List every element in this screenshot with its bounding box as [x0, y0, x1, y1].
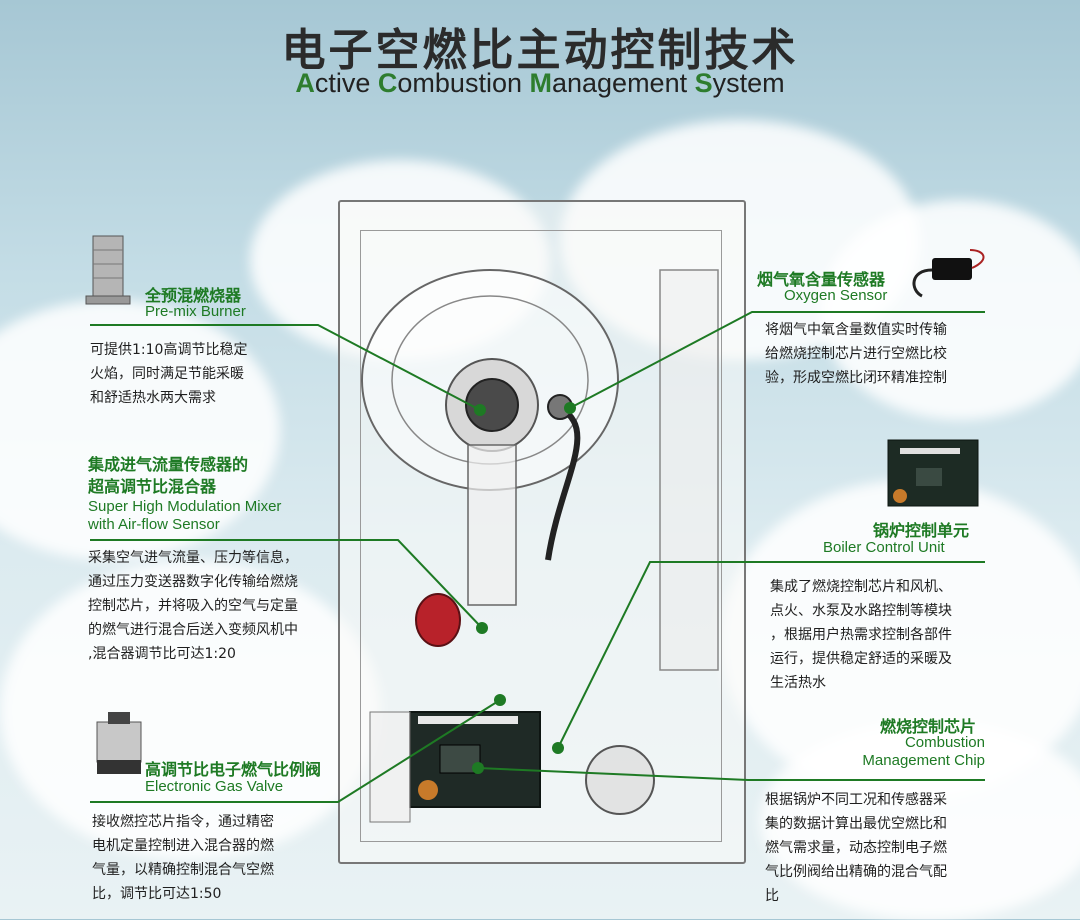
- burner-thumbnail: [85, 235, 131, 305]
- chip-description: 根据锅炉不同工况和传感器采 集的数据计算出最优空燃比和 燃气需求量，动态控制电子…: [765, 792, 947, 904]
- page-subtitle: Active Combustion Management System: [0, 68, 1080, 99]
- chip-title-en: Combustion Management Chip: [862, 734, 985, 769]
- chip-title-zh: 燃烧控制芯片: [880, 717, 977, 736]
- burner-title-en: Pre-mix Burner: [145, 303, 246, 320]
- oxygen-description: 将烟气中氧含量数值实时传输 给燃烧控制芯片进行空燃比校 验，形成空燃比闭环精准控…: [765, 322, 947, 386]
- mixer-title-en: Super High Modulation Mixer with Air-flo…: [88, 498, 282, 533]
- control-unit-callout-line: [557, 561, 985, 749]
- subtitle-text: anagement: [551, 68, 695, 98]
- callout-dots: [472, 402, 576, 774]
- burner-title-zh: 全预混燃烧器: [145, 286, 242, 305]
- control-unit-title-en: Boiler Control Unit: [823, 539, 945, 556]
- oxygen-sensor-thumbnail: [912, 249, 985, 298]
- subtitle-initial: M: [529, 68, 552, 98]
- gas-valve-description: 接收燃控芯片指令，通过精密 电机定量控制进入混合器的燃 气量，以精确控制混合气空…: [92, 814, 274, 902]
- burner-callout-line: [90, 324, 481, 411]
- burner-description: 可提供1:10高调节比稳定 火焰，同时满足节能采暖 和舒适热水两大需求: [90, 342, 248, 406]
- gas-valve-title-en: Electronic Gas Valve: [145, 778, 284, 795]
- control-box: [369, 711, 411, 823]
- water-pump: [585, 745, 655, 815]
- subtitle-text: ctive: [314, 68, 378, 98]
- boiler-frame: [360, 230, 722, 842]
- subtitle-initial: S: [694, 68, 713, 98]
- oxygen-callout-line: [569, 311, 985, 409]
- subtitle-initial: C: [377, 68, 398, 98]
- gas-valve-title-zh: 高调节比电子燃气比例阀: [145, 760, 322, 779]
- callout-lines: [90, 311, 985, 803]
- oxygen-title-en: Oxygen Sensor: [784, 287, 888, 304]
- gas-valve-callout-line: [90, 699, 501, 803]
- chip-callout-line: [477, 767, 985, 781]
- subtitle-initial: A: [295, 68, 315, 98]
- subtitle-text: ombustion: [397, 68, 530, 98]
- page-title: 电子空燃比主动控制技术: [281, 25, 799, 76]
- control-unit-title-zh: 锅炉控制单元: [873, 521, 970, 540]
- mixer-callout-line: [90, 539, 483, 629]
- mixer-title-zh: 集成进气流量传感器的 超高调节比混合器: [88, 455, 249, 496]
- air-filter: [415, 593, 461, 647]
- control-unit-thumbnail: [887, 439, 979, 507]
- heat-exchanger: [659, 269, 719, 671]
- burner-core: [465, 378, 519, 432]
- mixer-description: 采集空气进气流量、压力等信息， 通过压力变送器数字化传输给燃烧 控制芯片，并将吸…: [88, 550, 298, 662]
- oxygen-title-zh: 烟气氧含量传感器: [757, 270, 886, 289]
- sensor-cable: [545, 405, 581, 561]
- mixer-pipe: [467, 444, 517, 606]
- gas-valve-thumbnail: [96, 712, 142, 774]
- control-unit-description: 集成了燃烧控制芯片和风机、 点火、水泵及水路控制等模块 ，根据用户热需求控制各部…: [770, 579, 952, 691]
- pcb-coil: [418, 780, 438, 800]
- subtitle-text: ystem: [712, 68, 785, 98]
